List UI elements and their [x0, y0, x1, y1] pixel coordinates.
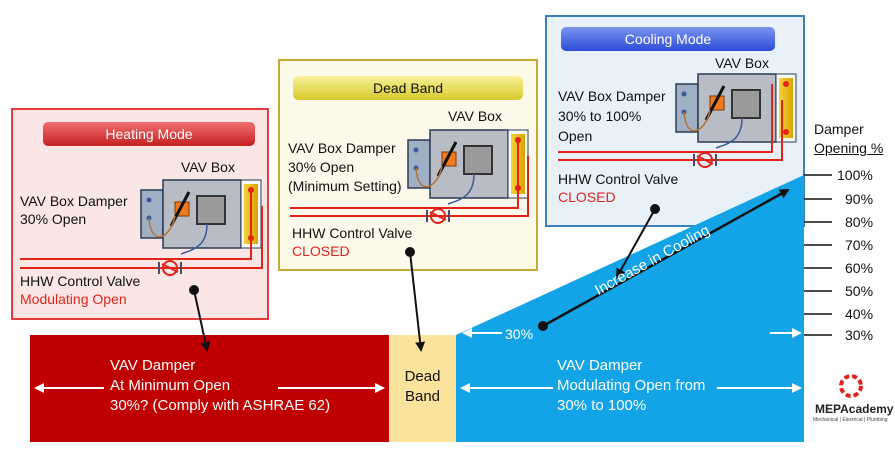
damper-label: VAV Box Damper	[288, 140, 396, 156]
heating-pipes	[20, 190, 263, 269]
mep-academy-gear-icon	[839, 374, 863, 398]
dead-band-bar-label: Dead Band	[404, 368, 441, 405]
logo-tagline: Mechanical | Electrical | Plumbing	[813, 417, 888, 423]
hhw-valve-label: HHW Control Valve	[558, 171, 679, 187]
valve-icon	[158, 260, 182, 276]
cooling-ramp	[456, 175, 804, 442]
valve-icon	[426, 208, 450, 224]
scale-tick-70: 70%	[845, 237, 874, 253]
start-percent-label: 30%	[505, 326, 534, 342]
valve-state: CLOSED	[292, 243, 350, 259]
damper-open-label: Open	[558, 128, 593, 144]
vav-box-graphic	[407, 129, 529, 205]
cooling-mode-title: Cooling Mode	[561, 27, 775, 51]
coil-connection-dot	[783, 81, 789, 87]
scale-tick-50: 50%	[845, 283, 874, 299]
hhw-valve-label: HHW Control Valve	[20, 273, 141, 289]
valve-state: Modulating Open	[20, 291, 127, 307]
damper-percent: 30% Open	[288, 159, 355, 175]
hhw-valve-label: HHW Control Valve	[292, 225, 413, 241]
cooling-bar-label: VAV Damper Modulating Open from 30% to 1…	[557, 357, 706, 414]
damper-percent: 30% Open	[20, 211, 87, 227]
damper-setting-note: (Minimum Setting)	[288, 178, 402, 194]
cooling-pipes	[558, 84, 783, 161]
scale-tick-60: 60%	[845, 260, 874, 276]
vav-box-label: VAV Box	[715, 55, 769, 71]
arrow-origin-dot	[538, 321, 548, 331]
vav-box-label: VAV Box	[181, 159, 235, 175]
increase-in-cooling-arrow	[542, 188, 790, 328]
heating-bar-label: VAV Damper At Minimum Open 30%? (Comply …	[110, 357, 331, 414]
cooling-callout-arrow	[616, 208, 656, 279]
scale-tick-90: 90%	[845, 191, 874, 207]
logo-name: MEPAcademy	[815, 402, 894, 416]
scale-tick-30: 30%	[845, 327, 874, 343]
heating-callout-arrow	[193, 289, 211, 352]
scale-subtitle: Opening %	[814, 140, 884, 156]
scale-title: Damper	[814, 121, 864, 137]
vav-box-graphic	[675, 73, 797, 149]
valve-state: CLOSED	[558, 189, 616, 205]
scale-tick-100: 100%	[837, 167, 873, 183]
damper-label: VAV Box Damper	[20, 193, 128, 209]
scale-ticks	[804, 174, 832, 336]
heating-mode-title: Heating Mode	[43, 122, 255, 146]
scale-tick-40: 40%	[845, 306, 874, 322]
scale-tick-80: 80%	[845, 214, 874, 230]
vav-box-label: VAV Box	[448, 108, 502, 124]
dead-band-title: Dead Band	[293, 76, 523, 100]
coil-connection-dot	[783, 129, 789, 135]
damper-percent: 30% to 100%	[558, 108, 642, 124]
deadband-callout-arrow	[409, 251, 426, 352]
dead-band-bar	[389, 335, 456, 442]
valve-icon	[693, 152, 717, 168]
damper-label: VAV Box Damper	[558, 88, 666, 104]
vav-box-graphic	[140, 179, 262, 255]
deadband-pipes	[290, 140, 529, 217]
